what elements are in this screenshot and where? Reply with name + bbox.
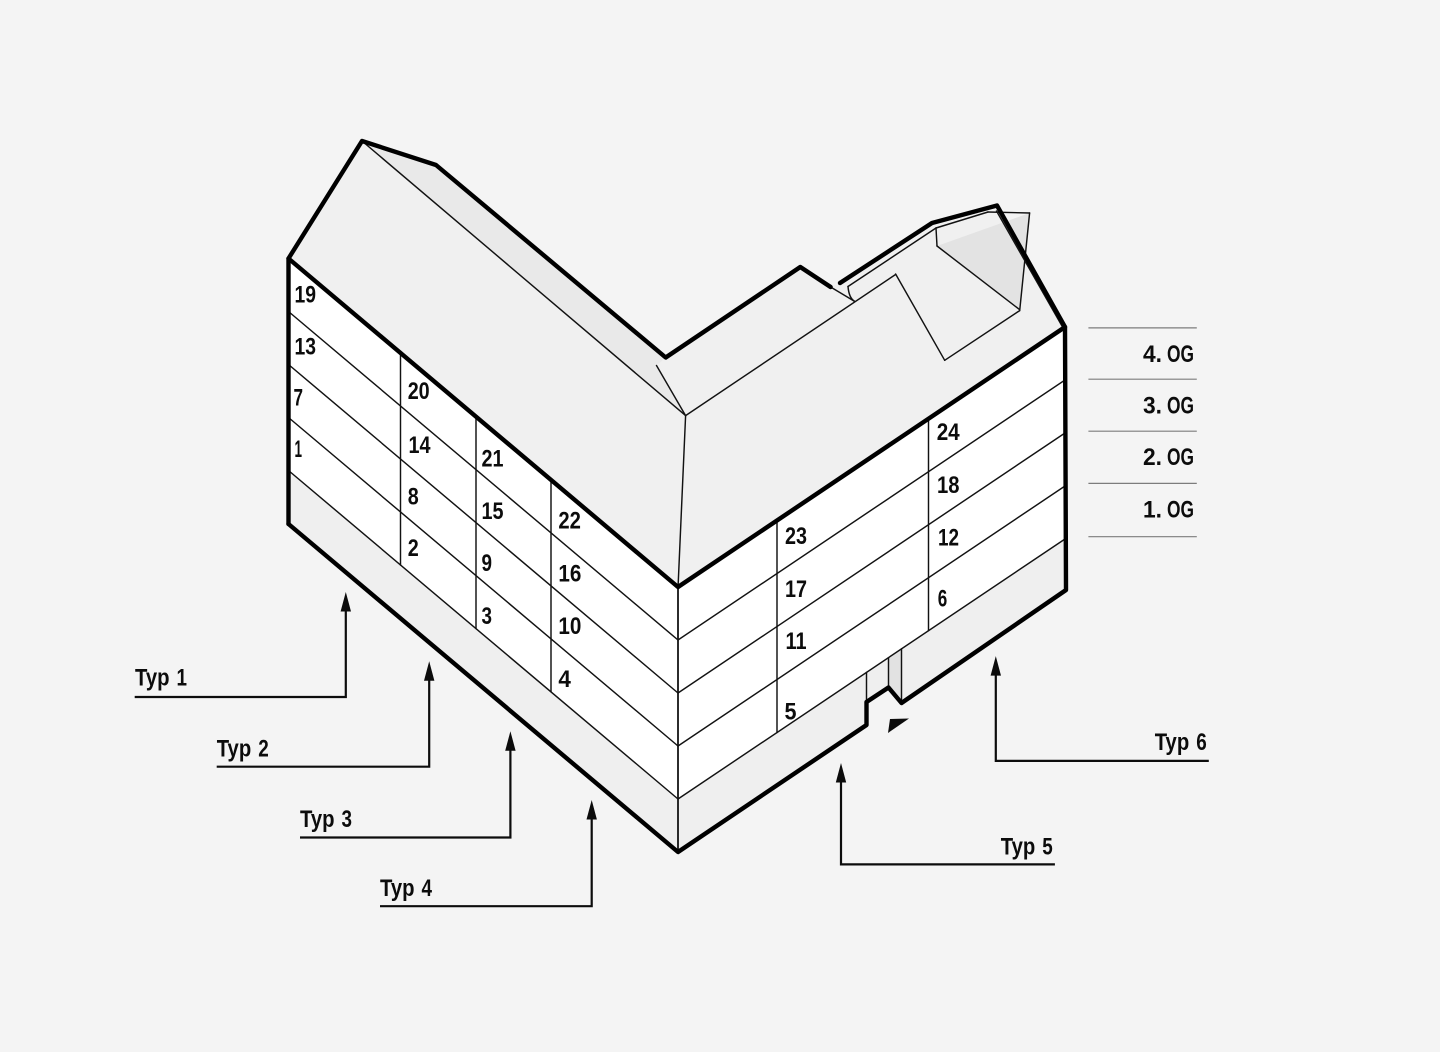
svg-text:23: 23 <box>785 523 807 550</box>
svg-text:Typ: Typ <box>300 806 335 833</box>
svg-text:2: 2 <box>408 535 419 562</box>
svg-text:22: 22 <box>558 508 581 535</box>
svg-text:5: 5 <box>785 699 797 726</box>
svg-text:OG: OG <box>1167 341 1194 368</box>
svg-text:1: 1 <box>177 665 188 692</box>
svg-text:3: 3 <box>482 603 493 630</box>
svg-text:1: 1 <box>295 436 303 463</box>
svg-text:17: 17 <box>785 576 807 603</box>
svg-text:Typ: Typ <box>217 735 252 762</box>
svg-text:24: 24 <box>937 419 961 446</box>
svg-text:OG: OG <box>1167 497 1194 524</box>
svg-text:1.: 1. <box>1143 497 1162 524</box>
svg-text:15: 15 <box>482 498 504 525</box>
svg-text:4: 4 <box>558 666 571 693</box>
svg-text:4.: 4. <box>1143 341 1162 368</box>
svg-text:9: 9 <box>482 550 493 577</box>
svg-text:6: 6 <box>938 586 948 613</box>
svg-text:10: 10 <box>558 613 581 640</box>
svg-text:6: 6 <box>1196 729 1207 756</box>
svg-text:7: 7 <box>294 384 304 411</box>
svg-text:12: 12 <box>938 525 959 552</box>
svg-text:OG: OG <box>1167 393 1194 420</box>
svg-text:Typ: Typ <box>380 875 415 902</box>
svg-text:14: 14 <box>409 432 432 459</box>
svg-text:2.: 2. <box>1143 444 1162 471</box>
svg-text:8: 8 <box>408 483 419 510</box>
svg-text:20: 20 <box>408 378 430 405</box>
svg-text:OG: OG <box>1167 444 1194 471</box>
svg-text:19: 19 <box>295 282 317 309</box>
svg-text:16: 16 <box>558 561 581 588</box>
svg-text:4: 4 <box>422 875 433 902</box>
svg-text:13: 13 <box>295 333 317 360</box>
svg-text:Typ: Typ <box>1001 834 1036 861</box>
svg-text:3: 3 <box>342 806 353 833</box>
svg-text:21: 21 <box>482 446 504 473</box>
svg-text:5: 5 <box>1042 834 1053 861</box>
svg-text:Typ: Typ <box>1155 729 1190 756</box>
svg-text:Typ: Typ <box>135 665 170 692</box>
svg-text:18: 18 <box>937 472 960 499</box>
svg-text:2: 2 <box>258 735 269 762</box>
svg-text:11: 11 <box>786 628 807 655</box>
svg-text:3.: 3. <box>1143 393 1162 420</box>
